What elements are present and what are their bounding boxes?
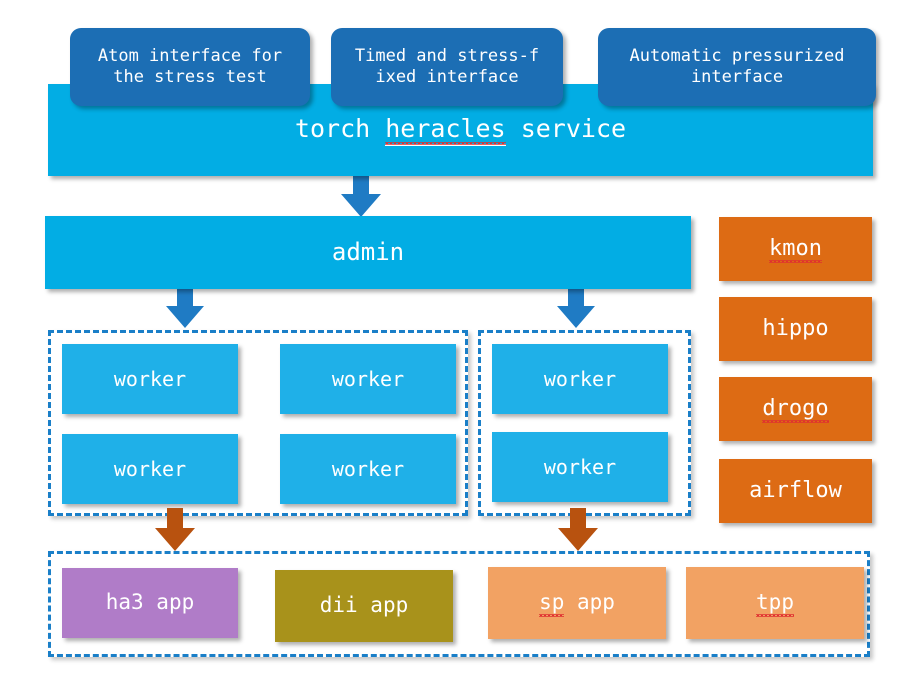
rail-tile-airflow[interactable]: airflow	[719, 459, 872, 523]
worker-tile-left-4[interactable]: worker	[280, 434, 456, 504]
worker-tile-left-2[interactable]: worker	[280, 344, 456, 414]
worker-tile-left-3[interactable]: worker	[62, 434, 238, 504]
app-tile-sp-mis: sp	[539, 590, 565, 617]
worker-tile-right-1-label: worker	[543, 366, 617, 391]
interface-chip-atom[interactable]: Atom interface for the stress test	[70, 28, 310, 106]
interface-chip-timed-fixed[interactable]: Timed and stress-f ixed interface	[331, 28, 563, 106]
worker-tile-left-1[interactable]: worker	[62, 344, 238, 414]
service-band-emphasis: heracles	[385, 114, 507, 147]
admin-box[interactable]: admin	[45, 216, 691, 289]
rail-tile-hippo[interactable]: hippo	[719, 297, 872, 361]
interface-chip-timed-fixed-label: Timed and stress-f ixed interface	[354, 46, 540, 87]
worker-tile-right-2[interactable]: worker	[492, 432, 668, 502]
rail-tile-kmon-label: kmon	[769, 235, 822, 264]
rail-tile-kmon[interactable]: kmon	[719, 217, 872, 281]
app-tile-tpp[interactable]: tpp	[686, 567, 864, 639]
worker-tile-right-1[interactable]: worker	[492, 344, 668, 414]
rail-tile-drogo[interactable]: drogo	[719, 377, 872, 441]
service-band-suffix: service	[505, 113, 627, 143]
worker-tile-right-2-label: worker	[543, 454, 617, 479]
app-tile-tpp-label: tpp	[756, 590, 794, 617]
rail-tile-airflow-label: airflow	[749, 477, 842, 503]
service-band-label: torch heracles service	[295, 114, 626, 147]
app-tile-sp[interactable]: sp app	[488, 567, 666, 639]
arrow-worker-right-to-apps	[557, 508, 599, 552]
worker-tile-left-3-label: worker	[113, 456, 187, 481]
service-band-prefix: torch	[294, 113, 386, 143]
arrow-admin-to-worker-left	[165, 287, 205, 329]
interface-chip-atom-label: Atom interface for the stress test	[97, 46, 283, 87]
app-tile-dii[interactable]: dii app	[275, 570, 453, 642]
interface-chip-automatic-pressurized[interactable]: Automatic pressurized interface	[598, 28, 876, 106]
app-tile-dii-label: dii app	[319, 593, 409, 618]
interface-chip-automatic-pressurized-label: Automatic pressurized interface	[629, 46, 845, 87]
worker-tile-left-2-label: worker	[331, 366, 405, 391]
rail-tile-drogo-label: drogo	[762, 395, 829, 424]
arrow-worker-left-to-apps	[154, 508, 196, 552]
arrow-admin-to-worker-right	[556, 287, 596, 329]
arrow-service-to-admin	[340, 174, 382, 218]
app-tile-sp-label: sp app	[539, 590, 615, 617]
worker-tile-left-4-label: worker	[331, 456, 405, 481]
app-tile-ha3-label: ha3 app	[105, 590, 195, 615]
app-tile-ha3[interactable]: ha3 app	[62, 568, 238, 638]
rail-tile-hippo-label: hippo	[762, 315, 829, 341]
admin-label: admin	[331, 237, 405, 266]
worker-tile-left-1-label: worker	[113, 366, 187, 391]
